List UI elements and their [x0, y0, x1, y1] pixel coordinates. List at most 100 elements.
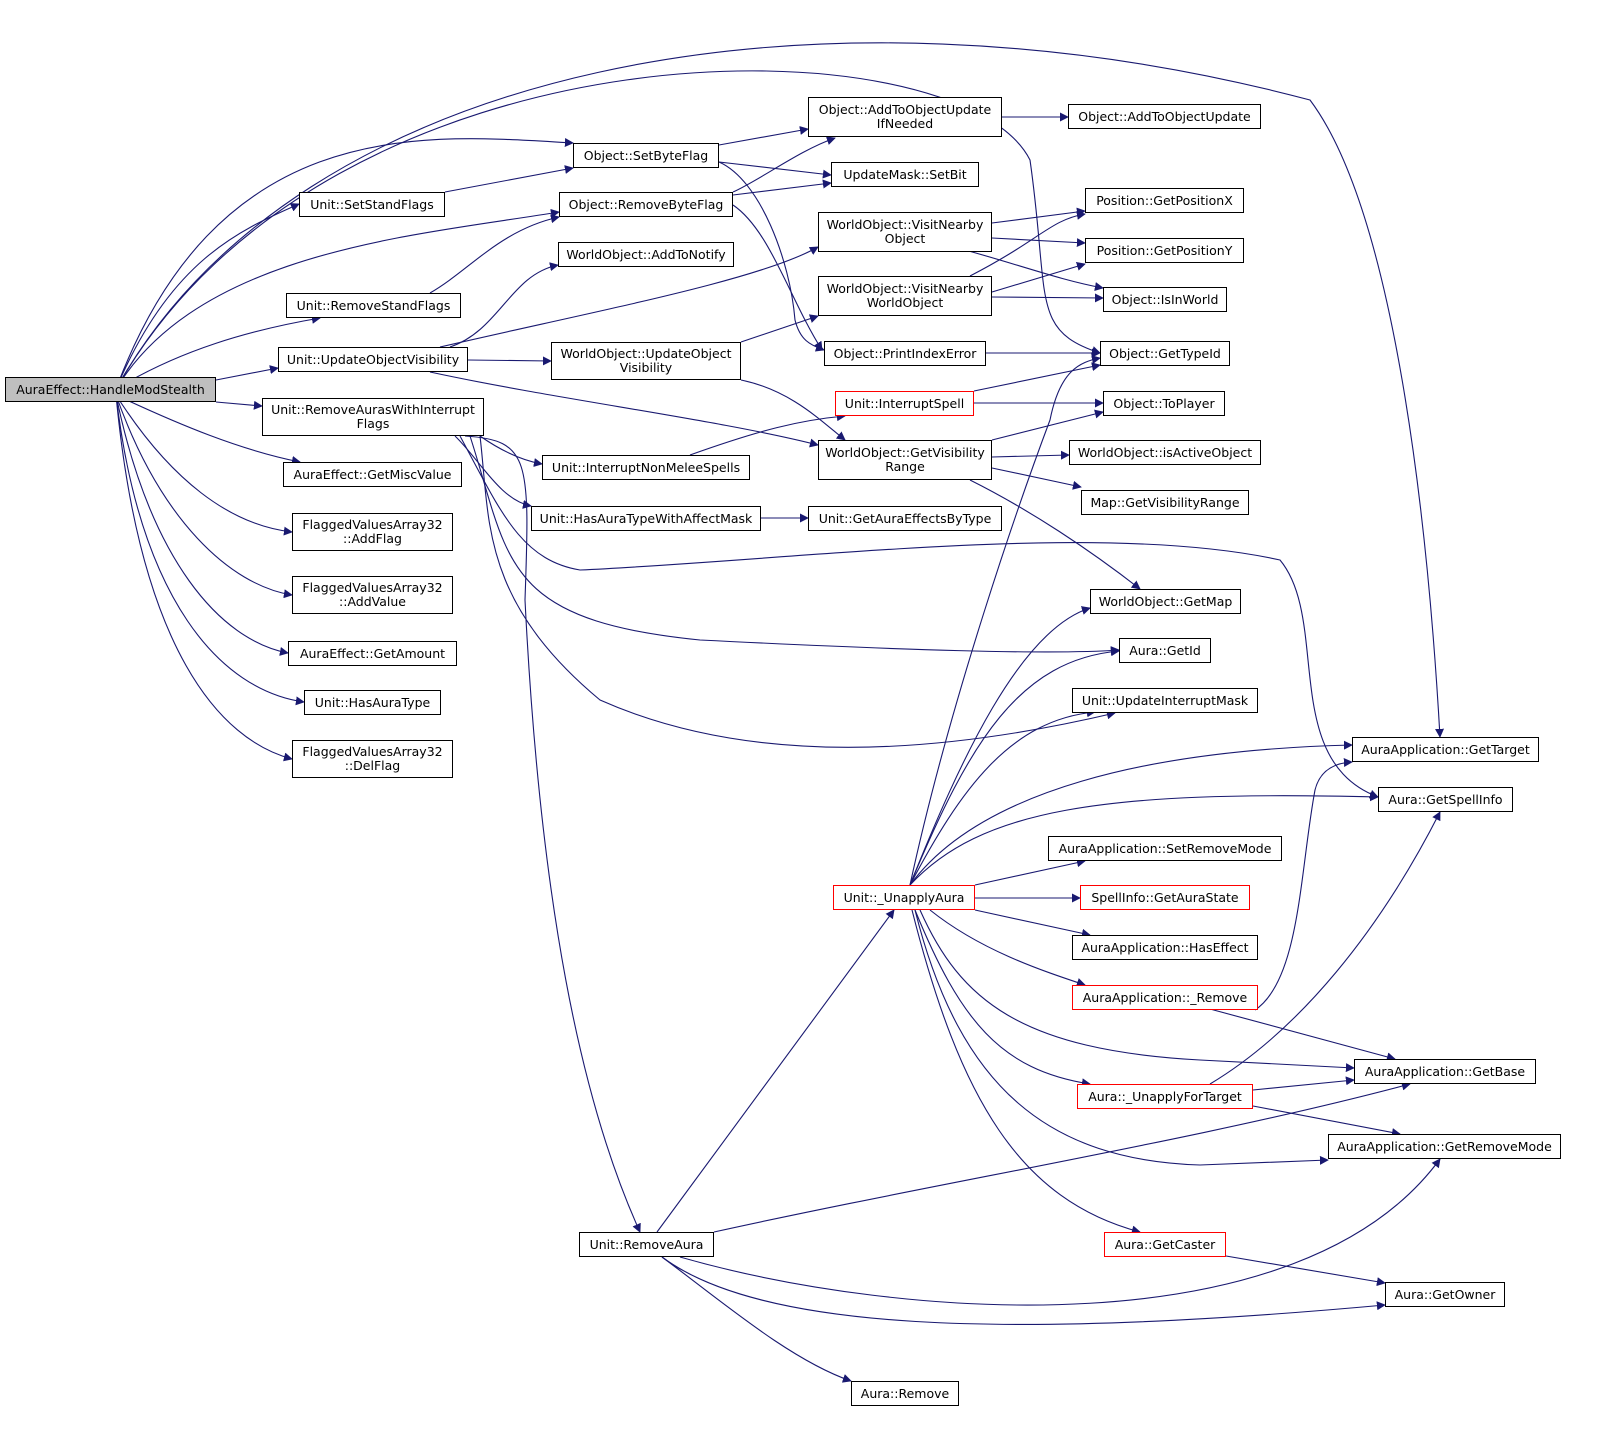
node-set-remove-mode[interactable]: AuraApplication::SetRemoveMode	[1048, 836, 1282, 861]
node-interrupt-spell[interactable]: Unit::InterruptSpell	[835, 391, 974, 416]
call-edge	[661, 1256, 852, 1383]
node-has-aura-type[interactable]: Unit::HasAuraType	[304, 690, 441, 715]
call-edge	[115, 70, 1101, 390]
node-map-get-visibility-range[interactable]: Map::GetVisibilityRange	[1081, 490, 1249, 515]
node-del-flag[interactable]: FlaggedValuesArray32 ::DelFlag	[292, 740, 453, 778]
node-add-to-notify[interactable]: WorldObject::AddToNotify	[558, 242, 734, 267]
node-get-map[interactable]: WorldObject::GetMap	[1090, 589, 1241, 614]
node-has-effect[interactable]: AuraApplication::HasEffect	[1072, 935, 1258, 960]
call-edge	[459, 435, 1379, 799]
node-get-aura-state[interactable]: SpellInfo::GetAuraState	[1080, 885, 1250, 910]
call-edge	[974, 909, 1091, 938]
call-edge	[439, 246, 819, 348]
call-edge	[479, 435, 543, 467]
call-edge	[713, 1081, 1411, 1233]
call-edge	[909, 792, 1379, 886]
node-handle-mod-stealth: AuraEffect::HandleModStealth	[5, 377, 216, 402]
call-edge	[914, 909, 1091, 1088]
node-get-target[interactable]: AuraApplication::GetTarget	[1352, 737, 1539, 762]
node-get-aura-effects-by-type[interactable]: Unit::GetAuraEffectsByType	[808, 506, 1002, 531]
node-get-amount[interactable]: AuraEffect::GetAmount	[288, 641, 457, 666]
node-aura-remove[interactable]: Aura::Remove	[851, 1381, 959, 1406]
call-edge	[1252, 1076, 1355, 1091]
node-interrupt-non-melee-spells[interactable]: Unit::InterruptNonMeleeSpells	[542, 455, 750, 480]
call-edge	[215, 365, 279, 381]
call-edge	[718, 126, 809, 146]
node-has-aura-type-with-affect-mask[interactable]: Unit::HasAuraTypeWithAffectMask	[531, 506, 761, 531]
node-get-misc-value[interactable]: AuraEffect::GetMiscValue	[283, 462, 462, 487]
call-edge	[909, 647, 1120, 886]
node-update-object-visibility[interactable]: Unit::UpdateObjectVisibility	[278, 347, 468, 372]
node-get-base[interactable]: AuraApplication::GetBase	[1354, 1059, 1536, 1084]
node-add-value[interactable]: FlaggedValuesArray32 ::AddValue	[292, 576, 453, 614]
call-edge	[115, 203, 300, 390]
call-edge	[661, 1256, 1386, 1326]
node-remove-byte-flag[interactable]: Object::RemoveByteFlag	[559, 192, 733, 217]
node-app-remove[interactable]: AuraApplication::_Remove	[1072, 985, 1258, 1010]
node-remove-auras-with-interrupt-flags[interactable]: Unit::RemoveAurasWithInterrupt Flags	[262, 398, 484, 436]
call-edge	[115, 314, 321, 390]
call-edge	[740, 314, 819, 343]
call-edge	[115, 394, 289, 656]
node-wo-update-object-visibility[interactable]: WorldObject::UpdateObject Visibility	[551, 342, 741, 380]
call-edge	[1209, 1008, 1396, 1062]
call-edge	[740, 379, 846, 441]
node-visit-nearby-world-object[interactable]: WorldObject::VisitNearby WorldObject	[818, 276, 992, 316]
call-edge	[909, 708, 1096, 886]
call-edge	[115, 42, 1445, 738]
node-get-position-x[interactable]: Position::GetPositionX	[1085, 188, 1244, 213]
call-edge	[115, 394, 293, 599]
node-remove-aura[interactable]: Unit::RemoveAura	[579, 1232, 714, 1257]
call-edge	[732, 204, 823, 351]
node-add-to-object-update[interactable]: Object::AddToObjectUpdate	[1068, 104, 1261, 129]
call-edge	[454, 435, 532, 509]
call-edge	[991, 262, 1086, 293]
call-edge	[1254, 757, 1353, 1011]
call-edge	[444, 165, 574, 193]
call-edge	[919, 909, 1355, 1073]
node-to-player[interactable]: Object::ToPlayer	[1103, 391, 1225, 416]
call-edge	[115, 394, 305, 706]
call-edge	[429, 214, 560, 294]
node-update-interrupt-mask[interactable]: Unit::UpdateInterruptMask	[1072, 688, 1258, 713]
call-edge	[115, 138, 574, 390]
call-edge	[115, 394, 301, 465]
call-edge	[689, 412, 846, 456]
call-edge	[969, 479, 1141, 590]
node-get-caster[interactable]: Aura::GetCaster	[1104, 1232, 1226, 1257]
call-edge	[479, 435, 1116, 748]
node-remove-stand-flags[interactable]: Unit::RemoveStandFlags	[286, 293, 461, 318]
node-unapply-aura[interactable]: Unit::_UnapplyAura	[833, 885, 975, 910]
call-edge	[1209, 811, 1441, 1085]
node-is-active-object[interactable]: WorldObject::isActiveObject	[1069, 440, 1261, 465]
call-edge	[429, 371, 819, 448]
node-get-spell-info[interactable]: Aura::GetSpellInfo	[1378, 787, 1513, 812]
call-edge	[656, 909, 895, 1233]
node-is-in-world[interactable]: Object::IsInWorld	[1103, 287, 1227, 312]
node-get-visibility-range[interactable]: WorldObject::GetVisibility Range	[818, 440, 992, 480]
call-edge	[991, 237, 1086, 248]
node-unapply-for-target[interactable]: Aura::_UnapplyForTarget	[1077, 1084, 1253, 1109]
call-edge	[732, 179, 832, 196]
node-print-index-error[interactable]: Object::PrintIndexError	[824, 341, 986, 366]
node-set-byte-flag[interactable]: Object::SetByteFlag	[573, 143, 719, 168]
node-get-type-id[interactable]: Object::GetTypeId	[1100, 341, 1230, 366]
node-aura-get-id[interactable]: Aura::GetId	[1119, 638, 1211, 663]
call-edge	[991, 207, 1086, 224]
call-edge	[969, 210, 1086, 277]
call-edge	[973, 362, 1101, 392]
node-get-remove-mode[interactable]: AuraApplication::GetRemoveMode	[1328, 1134, 1561, 1159]
call-edge	[911, 909, 1141, 1235]
node-set-stand-flags[interactable]: Unit::SetStandFlags	[299, 192, 445, 217]
node-add-flag[interactable]: FlaggedValuesArray32 ::AddFlag	[292, 513, 453, 551]
call-edge	[449, 262, 559, 348]
node-visit-nearby-object[interactable]: WorldObject::VisitNearby Object	[818, 212, 992, 252]
node-get-position-y[interactable]: Position::GetPositionY	[1085, 238, 1244, 263]
node-get-owner[interactable]: Aura::GetOwner	[1385, 1282, 1505, 1307]
call-edge	[1252, 1105, 1401, 1137]
call-edge	[732, 136, 836, 193]
node-set-bit[interactable]: UpdateMask::SetBit	[831, 162, 979, 187]
call-edge	[929, 909, 1086, 987]
call-edge	[679, 1158, 1441, 1306]
node-add-to-object-update-if-needed[interactable]: Object::AddToObjectUpdate IfNeeded	[808, 97, 1002, 137]
